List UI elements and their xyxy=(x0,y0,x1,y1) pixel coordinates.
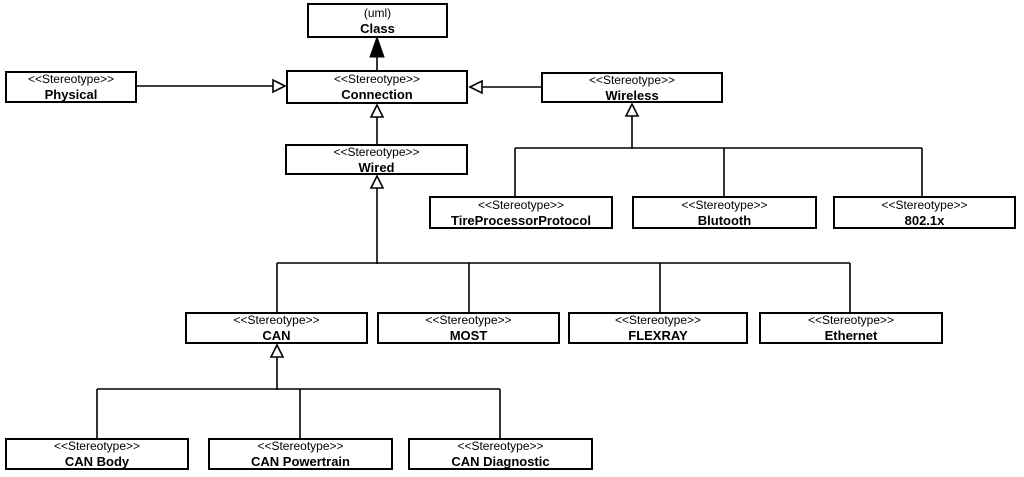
can-diagnostic-name: CAN Diagnostic xyxy=(451,454,550,469)
stereotype-can-box: <<Stereotype>> CAN xyxy=(185,312,368,344)
can-diagnostic-stereotype-label: <<Stereotype>> xyxy=(457,439,544,453)
stereotype-connection-box: <<Stereotype>> Connection xyxy=(286,70,468,104)
ethernet-stereotype-label: <<Stereotype>> xyxy=(807,313,895,327)
physical-stereotype-label: <<Stereotype>> xyxy=(27,72,115,86)
stereotype-can-powertrain-box: <<Stereotype>> CAN Powertrain xyxy=(208,438,393,470)
flexray-stereotype-label: <<Stereotype>> xyxy=(614,313,702,327)
blutooth-name: Blutooth xyxy=(697,212,752,228)
edge-physical-connection xyxy=(137,78,287,94)
stereotype-most-box: <<Stereotype>> MOST xyxy=(377,312,560,344)
stereotype-blutooth-box: <<Stereotype>> Blutooth xyxy=(632,196,817,229)
edge-wired-connection xyxy=(369,103,385,144)
8021x-stereotype-label: <<Stereotype>> xyxy=(881,197,968,212)
stereotype-can-body-box: <<Stereotype>> CAN Body xyxy=(5,438,189,470)
stereotype-tireprocessorprotocol-box: <<Stereotype>> TireProcessorProtocol xyxy=(429,196,613,229)
most-stereotype-label: <<Stereotype>> xyxy=(425,313,512,327)
wireless-stereotype-label: <<Stereotype>> xyxy=(588,72,676,87)
uml-class-box: (uml) Class xyxy=(307,3,448,38)
can-powertrain-name: CAN Powertrain xyxy=(251,454,350,469)
blutooth-stereotype-label: <<Stereotype>> xyxy=(681,197,768,212)
can-name: CAN xyxy=(262,328,291,343)
edge-can-children xyxy=(96,343,501,439)
can-body-stereotype-label: <<Stereotype>> xyxy=(53,439,141,453)
tireprocessorprotocol-stereotype-label: <<Stereotype>> xyxy=(477,197,565,212)
connection-name: Connection xyxy=(341,87,413,102)
uml-class-keyword: (uml) xyxy=(363,5,392,20)
connection-stereotype-label: <<Stereotype>> xyxy=(333,72,421,86)
uml-class-name: Class xyxy=(360,20,395,36)
edge-wired-children xyxy=(276,174,851,313)
wireless-name: Wireless xyxy=(605,87,659,103)
wired-name: Wired xyxy=(358,159,395,175)
can-body-name: CAN Body xyxy=(64,454,130,469)
stereotype-can-diagnostic-box: <<Stereotype>> CAN Diagnostic xyxy=(408,438,593,470)
edge-wireless-connection xyxy=(468,79,541,95)
can-stereotype-label: <<Stereotype>> xyxy=(233,313,320,327)
stereotype-ethernet-box: <<Stereotype>> Ethernet xyxy=(759,312,943,344)
edge-wireless-children xyxy=(514,102,923,197)
stereotype-wired-box: <<Stereotype>> Wired xyxy=(285,144,468,175)
ethernet-name: Ethernet xyxy=(824,328,878,343)
8021x-name: 802.1x xyxy=(904,212,945,228)
edge-connection-class xyxy=(369,35,385,70)
wired-stereotype-label: <<Stereotype>> xyxy=(333,144,420,159)
physical-name: Physical xyxy=(44,87,98,102)
stereotype-physical-box: <<Stereotype>> Physical xyxy=(5,71,137,103)
flexray-name: FLEXRAY xyxy=(628,328,688,343)
stereotype-flexray-box: <<Stereotype>> FLEXRAY xyxy=(568,312,748,344)
can-powertrain-stereotype-label: <<Stereotype>> xyxy=(257,439,344,453)
tireprocessorprotocol-name: TireProcessorProtocol xyxy=(451,212,591,228)
stereotype-wireless-box: <<Stereotype>> Wireless xyxy=(541,72,723,103)
most-name: MOST xyxy=(449,328,488,343)
stereotype-8021x-box: <<Stereotype>> 802.1x xyxy=(833,196,1016,229)
